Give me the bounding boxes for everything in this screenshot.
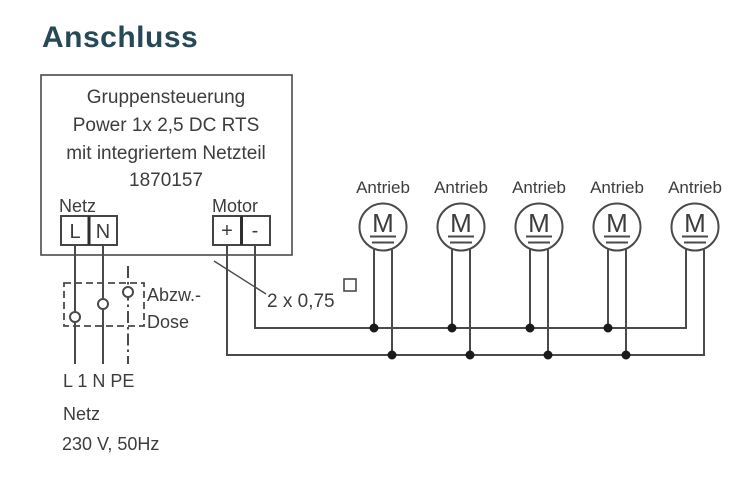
page-title: Anschluss bbox=[42, 21, 198, 54]
junction-box-outline bbox=[63, 282, 145, 327]
drive-motor-3: Antrieb M bbox=[512, 178, 566, 252]
controller-box-outline bbox=[40, 74, 293, 256]
motor-symbol: M bbox=[450, 208, 472, 238]
motor-circle bbox=[670, 202, 720, 252]
terminal-minus: - bbox=[252, 220, 259, 242]
drive-motor-1: Antrieb M bbox=[356, 178, 410, 252]
drive-lead-wires bbox=[373, 249, 627, 355]
drive-motor-5: Antrieb M bbox=[668, 178, 722, 252]
cable-leader-line bbox=[213, 260, 267, 295]
motor-symbol: M bbox=[528, 208, 550, 238]
motor-terminal-block: Motor + - bbox=[212, 196, 271, 246]
junction-terminal-n bbox=[97, 298, 109, 310]
terminal-plus: + bbox=[221, 220, 233, 242]
controller-box: Gruppensteuerung Power 1x 2,5 DC RTS mit… bbox=[40, 74, 293, 256]
netz-terminal-block: Netz L N bbox=[59, 196, 118, 246]
junction-dot bbox=[447, 323, 457, 333]
mains-name-label: Netz bbox=[63, 404, 100, 424]
junction-terminal-pe bbox=[122, 286, 134, 298]
junction-dot bbox=[621, 350, 631, 360]
cable-spec-label: 2 x 0,75 bbox=[267, 291, 335, 312]
junction-terminal-l bbox=[69, 311, 81, 323]
motor-circle bbox=[436, 202, 486, 252]
controller-part-number: 1870157 bbox=[129, 170, 203, 191]
junction-dot bbox=[387, 350, 397, 360]
motor-circle bbox=[514, 202, 564, 252]
controller-name-line: Power 1x 2,5 DC RTS bbox=[73, 115, 260, 136]
netz-block-label: Netz bbox=[59, 196, 96, 216]
junction-dot bbox=[603, 323, 613, 333]
terminal-n: N bbox=[96, 221, 110, 243]
drive-label: Antrieb bbox=[590, 178, 644, 197]
junction-dot bbox=[465, 350, 475, 360]
mains-phase-labels: L 1 N PE bbox=[63, 371, 134, 391]
junction-dot bbox=[525, 323, 535, 333]
square-mm-icon bbox=[343, 278, 357, 292]
motor-symbol: M bbox=[372, 208, 394, 238]
drive-label: Antrieb bbox=[668, 178, 722, 197]
motor-symbol: M bbox=[684, 208, 706, 238]
drive-label: Antrieb bbox=[356, 178, 410, 197]
junction-dot bbox=[543, 350, 553, 360]
terminal-l: L bbox=[69, 221, 80, 243]
controller-name-line: mit integriertem Netzteil bbox=[66, 143, 266, 164]
junction-dot bbox=[369, 323, 379, 333]
motor-block-label: Motor bbox=[212, 196, 258, 216]
junction-box: Abzw.- Dose bbox=[63, 282, 201, 332]
controller-name-line: Gruppensteuerung bbox=[87, 87, 245, 108]
junction-dots bbox=[369, 323, 631, 360]
drive-label: Antrieb bbox=[512, 178, 566, 197]
motor-symbol: M bbox=[606, 208, 628, 238]
motor-circle bbox=[358, 202, 408, 252]
junction-box-label-line2: Dose bbox=[147, 312, 189, 332]
drive-label: Antrieb bbox=[434, 178, 488, 197]
motor-circle bbox=[592, 202, 642, 252]
junction-box-label-line1: Abzw.- bbox=[147, 285, 201, 305]
mains-rating-label: 230 V, 50Hz bbox=[62, 434, 159, 454]
drive-motor-2: Antrieb M bbox=[434, 178, 488, 252]
drive-motor-4: Antrieb M bbox=[590, 178, 644, 252]
